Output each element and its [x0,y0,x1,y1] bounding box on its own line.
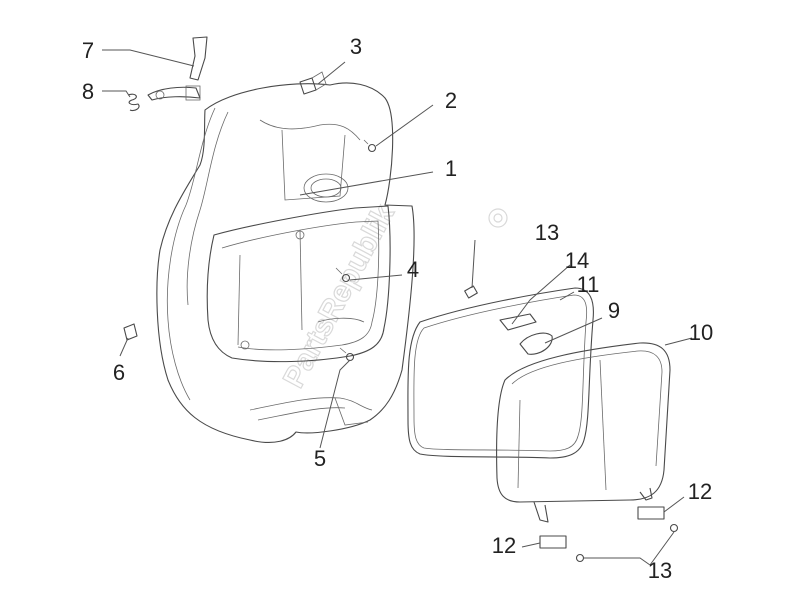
label-part-13-bottom: 13 [648,558,672,583]
label-part-14: 14 [565,248,589,273]
watermark-text: PartsRepublik [277,199,401,393]
label-part-11: 11 [577,272,600,297]
label-part-4: 4 [407,257,419,282]
label-part-1: 1 [445,156,457,181]
lock [519,332,553,355]
part-labels: 7 8 3 2 1 4 5 6 13 14 11 9 10 12 12 13 [82,34,713,583]
hook-assembly [147,36,208,101]
screw-13-bottom-left [575,553,585,563]
hinge-left [533,501,567,549]
screw-13-bottom-right [669,523,679,533]
leader-lines [102,49,693,566]
label-part-6: 6 [113,360,125,385]
label-part-13-top: 13 [535,220,559,245]
label-part-8: 8 [82,79,94,104]
screw-13-top [464,285,478,299]
screw-2 [363,139,377,153]
screw-5 [339,347,355,362]
gasket [407,287,594,459]
label-part-7: 7 [82,38,94,63]
gear-icon [488,208,508,228]
screw-4 [335,267,351,283]
spring [127,93,140,112]
label-part-3: 3 [350,34,362,59]
label-part-12-left: 12 [492,533,516,558]
glove-box-door [496,342,671,503]
label-part-10: 10 [689,320,713,345]
label-part-2: 2 [445,88,457,113]
clip-side [123,323,138,341]
label-part-12-right: 12 [688,479,712,504]
latch [499,313,537,331]
label-part-9: 9 [608,298,620,323]
hinge-right [637,487,665,520]
clip-top [299,71,327,95]
label-part-5: 5 [314,446,326,471]
